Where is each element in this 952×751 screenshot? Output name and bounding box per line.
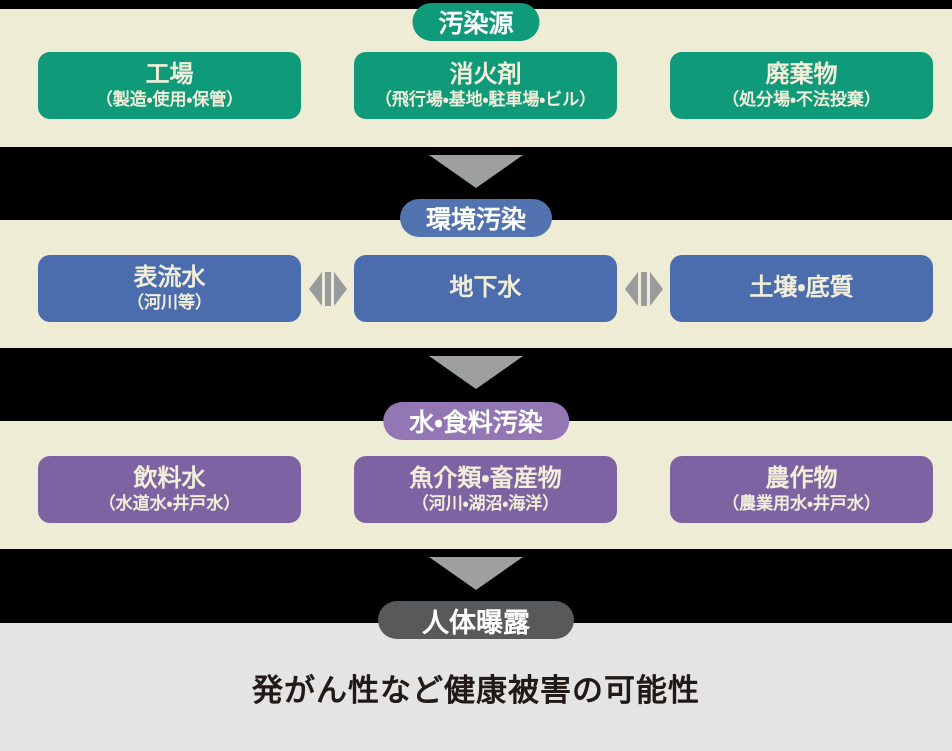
box-subtitle: （河川等） xyxy=(127,293,212,313)
box-title: 土壌・底質 xyxy=(749,274,854,302)
box-subtitle: （農業用水・井戸水） xyxy=(722,494,881,514)
box-subtitle: （処分場・不法投棄） xyxy=(722,90,881,110)
environment-boxes-row: 表流水 （河川等） 地下水 土壌・底質 xyxy=(38,255,933,322)
box-factory: 工場 （製造・使用・保管） xyxy=(38,52,301,119)
down-arrow-icon xyxy=(429,557,523,590)
box-groundwater: 地下水 xyxy=(354,255,617,322)
box-subtitle: （飛行場・基地・駐車場・ビル） xyxy=(374,90,597,110)
box-title: 農作物 xyxy=(765,464,838,492)
health-risk-text: 発がん性など健康被害の可能性 xyxy=(252,672,700,708)
box-title: 消火剤 xyxy=(449,60,522,88)
water-food-boxes-row: 飲料水 （水道水・井戸水） 魚介類・畜産物 （河川・湖沼・海洋） 農作物 （農業… xyxy=(38,456,933,523)
box-crops: 農作物 （農業用水・井戸水） xyxy=(670,456,933,523)
box-drinking-water: 飲料水 （水道水・井戸水） xyxy=(38,456,301,523)
box-surface-water: 表流水 （河川等） xyxy=(38,255,301,322)
down-arrow-icon xyxy=(429,155,523,188)
box-waste: 廃棄物 （処分場・不法投棄） xyxy=(670,52,933,119)
left-right-arrow-icon xyxy=(625,270,663,308)
badge-water-food-pollution: 水・食料汚染 xyxy=(383,402,569,440)
box-fire-extinguishing-agent: 消火剤 （飛行場・基地・駐車場・ビル） xyxy=(354,52,617,119)
badge-human-exposure: 人体曝露 xyxy=(378,601,574,639)
box-subtitle: （製造・使用・保管） xyxy=(95,90,244,110)
box-soil-sediment: 土壌・底質 xyxy=(670,255,933,322)
left-right-arrow-icon xyxy=(309,270,347,308)
box-title: 表流水 xyxy=(133,263,206,291)
box-subtitle: （河川・湖沼・海洋） xyxy=(411,494,560,514)
box-title: 飲料水 xyxy=(133,464,206,492)
box-title: 廃棄物 xyxy=(765,60,838,88)
box-title: 工場 xyxy=(145,60,194,88)
box-title: 魚介類・畜産物 xyxy=(409,464,562,492)
box-subtitle: （水道水・井戸水） xyxy=(98,494,241,514)
badge-environmental-pollution: 環境汚染 xyxy=(399,199,553,237)
box-title: 地下水 xyxy=(449,274,522,302)
box-seafood-livestock: 魚介類・畜産物 （河川・湖沼・海洋） xyxy=(354,456,617,523)
down-arrow-icon xyxy=(429,356,523,389)
source-boxes-row: 工場 （製造・使用・保管） 消火剤 （飛行場・基地・駐車場・ビル） 廃棄物 （処… xyxy=(38,52,933,119)
badge-pollution-source: 汚染源 xyxy=(412,3,540,41)
health-risk-footer: 発がん性など健康被害の可能性 xyxy=(0,623,952,751)
